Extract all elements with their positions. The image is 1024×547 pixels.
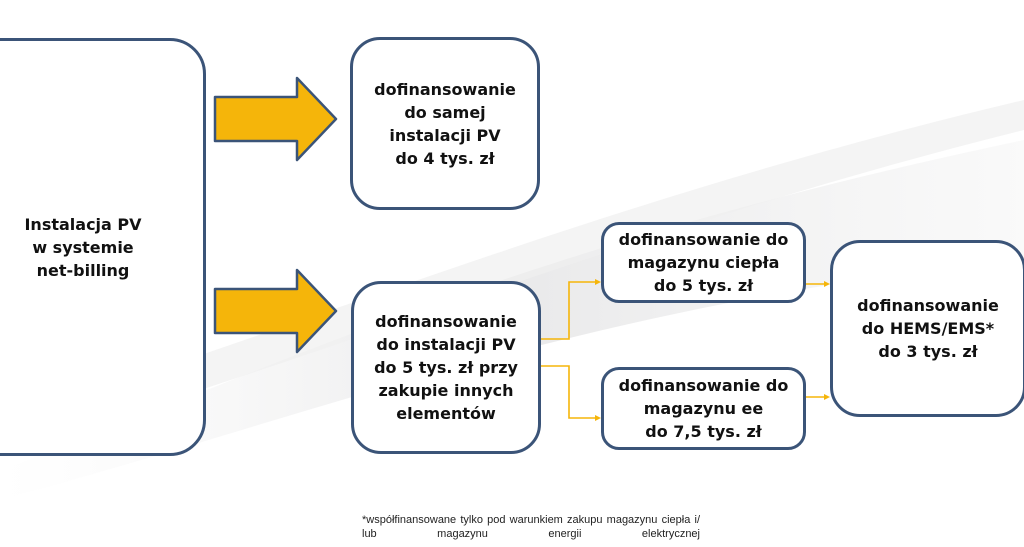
box-pv-net-billing: Instalacja PV w systemie net-billing — [0, 38, 206, 456]
box-heat-storage-funding: dofinansowanie do magazynu ciepła do 5 t… — [601, 222, 806, 303]
box-hems-funding-label: dofinansowanie do HEMS/EMS* do 3 tys. zł — [857, 296, 999, 361]
box-pv-combo-funding: dofinansowanie do instalacji PV do 5 tys… — [351, 281, 541, 454]
footnote: *współfinansowane tylko pod warunkiem za… — [362, 514, 700, 540]
big-arrow-top — [213, 76, 338, 162]
box-hems-funding: dofinansowanie do HEMS/EMS* do 3 tys. zł — [830, 240, 1024, 417]
box-pv-only-funding: dofinansowanie do samej instalacji PV do… — [350, 37, 540, 210]
box-pv-only-funding-label: dofinansowanie do samej instalacji PV do… — [374, 79, 516, 168]
box-heat-storage-funding-label: dofinansowanie do magazynu ciepła do 5 t… — [618, 230, 789, 295]
box-energy-storage-funding: dofinansowanie do magazynu ee do 7,5 tys… — [601, 367, 806, 450]
connector-to-ee — [541, 365, 597, 419]
connector-to-heat — [541, 281, 597, 340]
box-pv-combo-funding-label: dofinansowanie do instalacji PV do 5 tys… — [374, 312, 518, 423]
box-pv-net-billing-label: Instalacja PV w systemie net-billing — [24, 214, 142, 280]
big-arrow-bottom — [213, 268, 338, 354]
box-energy-storage-funding-label: dofinansowanie do magazynu ee do 7,5 tys… — [618, 376, 789, 441]
